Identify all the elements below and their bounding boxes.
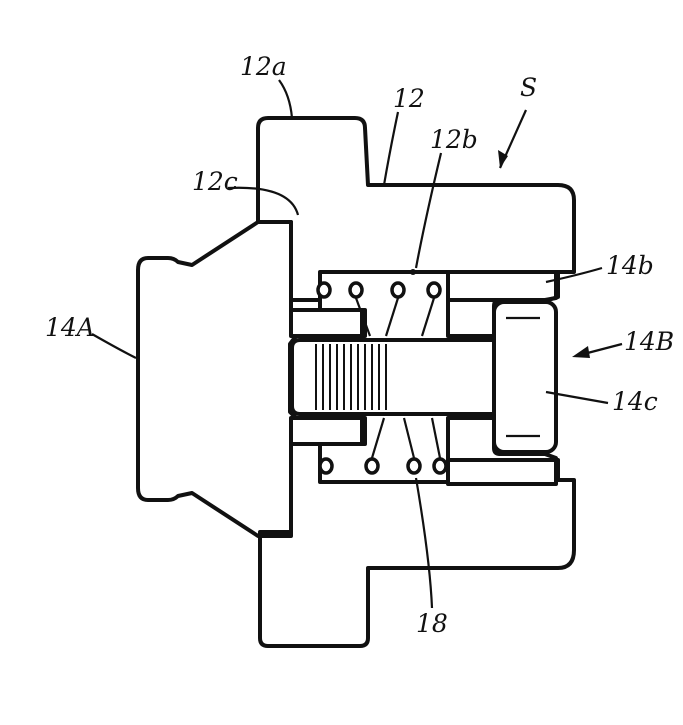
label-12a: 12a	[240, 52, 287, 81]
head-14c	[492, 300, 558, 454]
label-14c: 14c	[612, 387, 658, 416]
label-12b: 12b	[430, 125, 478, 154]
label-12: 12	[393, 84, 425, 113]
housing-body-12	[256, 116, 576, 648]
arrow-S	[498, 109, 528, 169]
label-18: 18	[416, 609, 448, 638]
label-14b: 14b	[606, 251, 654, 280]
plug-14A	[136, 220, 367, 538]
label-14B: 14B	[624, 327, 674, 356]
spring-18	[316, 269, 448, 475]
label-12c: 12c	[192, 167, 238, 196]
label-S: S	[520, 73, 537, 102]
arrow-14B	[572, 342, 623, 358]
leader-lines	[91, 79, 609, 609]
label-14A: 14A	[45, 313, 95, 342]
threaded-stem	[290, 338, 496, 416]
